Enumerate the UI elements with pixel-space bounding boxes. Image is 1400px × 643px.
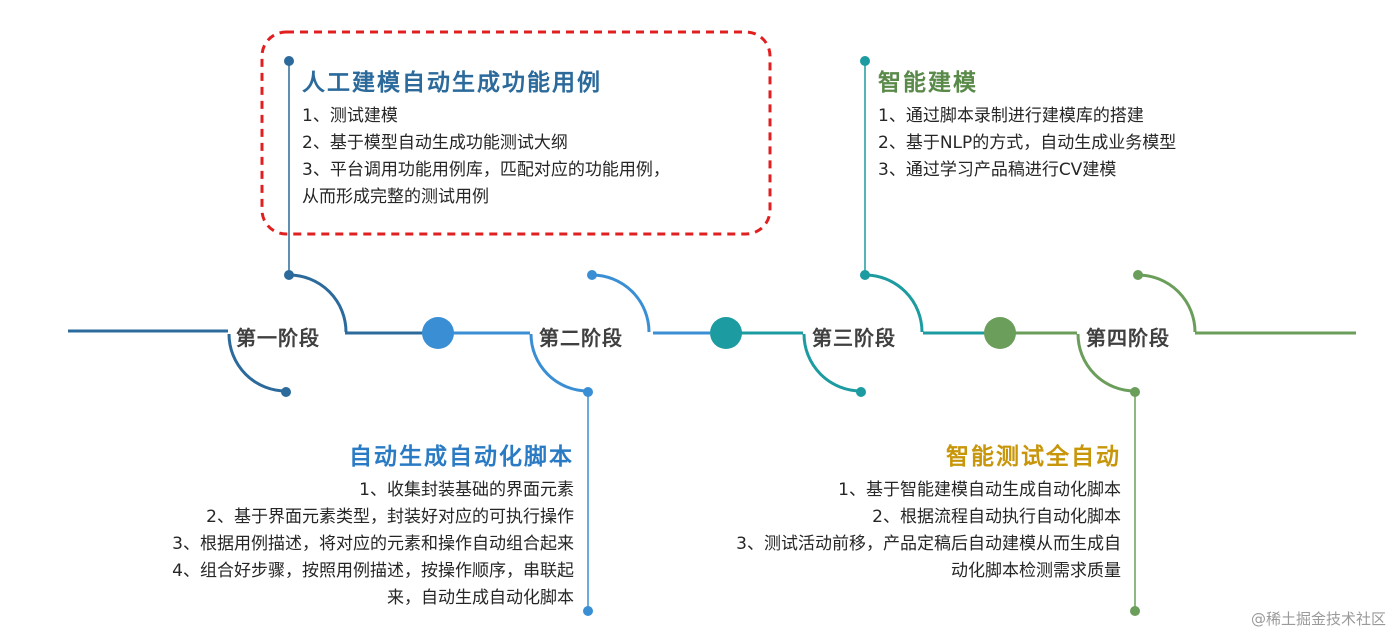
block-item: 1、基于智能建模自动生成自动化脚本 [838,480,1121,500]
block-item: 4、组合好步骤，按照用例描述，按操作顺序，串联起 [172,561,574,581]
block-title: 智能测试全自动 [946,444,1121,470]
block-item: 3、平台调用功能用例库，匹配对应的功能用例， [302,160,670,180]
block-item: 2、基于模型自动生成功能测试大纲 [302,133,568,153]
dot [284,56,294,66]
highlight-frame [260,30,772,236]
stage4-arc-bottom [1076,333,1136,393]
dot [281,387,291,397]
block-smart-testing: 智能测试全自动 1、基于智能建模自动生成自动化脚本 2、根据流程自动执行自动化脚… [736,437,1121,585]
block-auto-script: 自动生成自动化脚本 1、收集封装基础的界面元素 2、基于界面元素类型，封装好对应… [172,437,574,612]
dot [583,606,593,616]
block-item: 1、通过脚本录制进行建模库的搭建 [878,106,1144,126]
block-item: 来，自动生成自动化脚本 [387,588,574,608]
stage3-arc-top [864,273,924,333]
transition-node-1 [422,317,454,349]
stage1-arc-bottom [227,333,287,393]
block-item: 3、测试活动前移，产品定稿后自动建模从而生成自 [736,534,1121,554]
stage4-arc-top [1137,273,1197,333]
block-item: 2、根据流程自动执行自动化脚本 [872,507,1121,527]
block-item: 从而形成完整的测试用例 [302,187,489,207]
transition-node-2 [710,317,742,349]
dot [587,270,597,280]
block-item: 3、根据用例描述，将对应的元素和操作自动组合起来 [172,534,574,554]
block-title: 自动生成自动化脚本 [349,444,574,470]
dot [583,387,593,397]
block-item: 2、基于界面元素类型，封装好对应的可执行操作 [206,507,574,527]
stage1-arc-top [288,273,348,333]
block-item: 1、收集封装基础的界面元素 [359,480,574,500]
stage-label-4: 第四阶段 [1086,326,1170,350]
block-manual-modeling: 人工建模自动生成功能用例 1、测试建模 2、基于模型自动生成功能测试大纲 3、平… [302,63,670,211]
dot [860,270,870,280]
block-item: 动化脚本检测需求质量 [951,561,1121,581]
dot [1130,387,1140,397]
stage-label-1: 第一阶段 [236,326,320,350]
block-title: 智能建模 [878,70,978,96]
dot [1130,606,1140,616]
stage2-arc-top [591,273,651,333]
block-title: 人工建模自动生成功能用例 [302,70,602,96]
dot [284,270,294,280]
dot [1133,270,1143,280]
dot [860,56,870,66]
block-smart-modeling: 智能建模 1、通过脚本录制进行建模库的搭建 2、基于NLP的方式，自动生成业务模… [878,63,1176,184]
block-item: 1、测试建模 [302,106,398,126]
stage2-arc-bottom [529,333,589,393]
stage3-arc-bottom [802,333,862,393]
block-item: 2、基于NLP的方式，自动生成业务模型 [878,133,1177,153]
dot [856,387,866,397]
block-item: 3、通过学习产品稿进行CV建模 [878,160,1117,180]
stage-label-3: 第三阶段 [812,326,896,350]
transition-node-3 [984,317,1016,349]
watermark: @稀土掘金技术社区 [1250,610,1386,628]
stage-label-2: 第二阶段 [539,326,623,350]
